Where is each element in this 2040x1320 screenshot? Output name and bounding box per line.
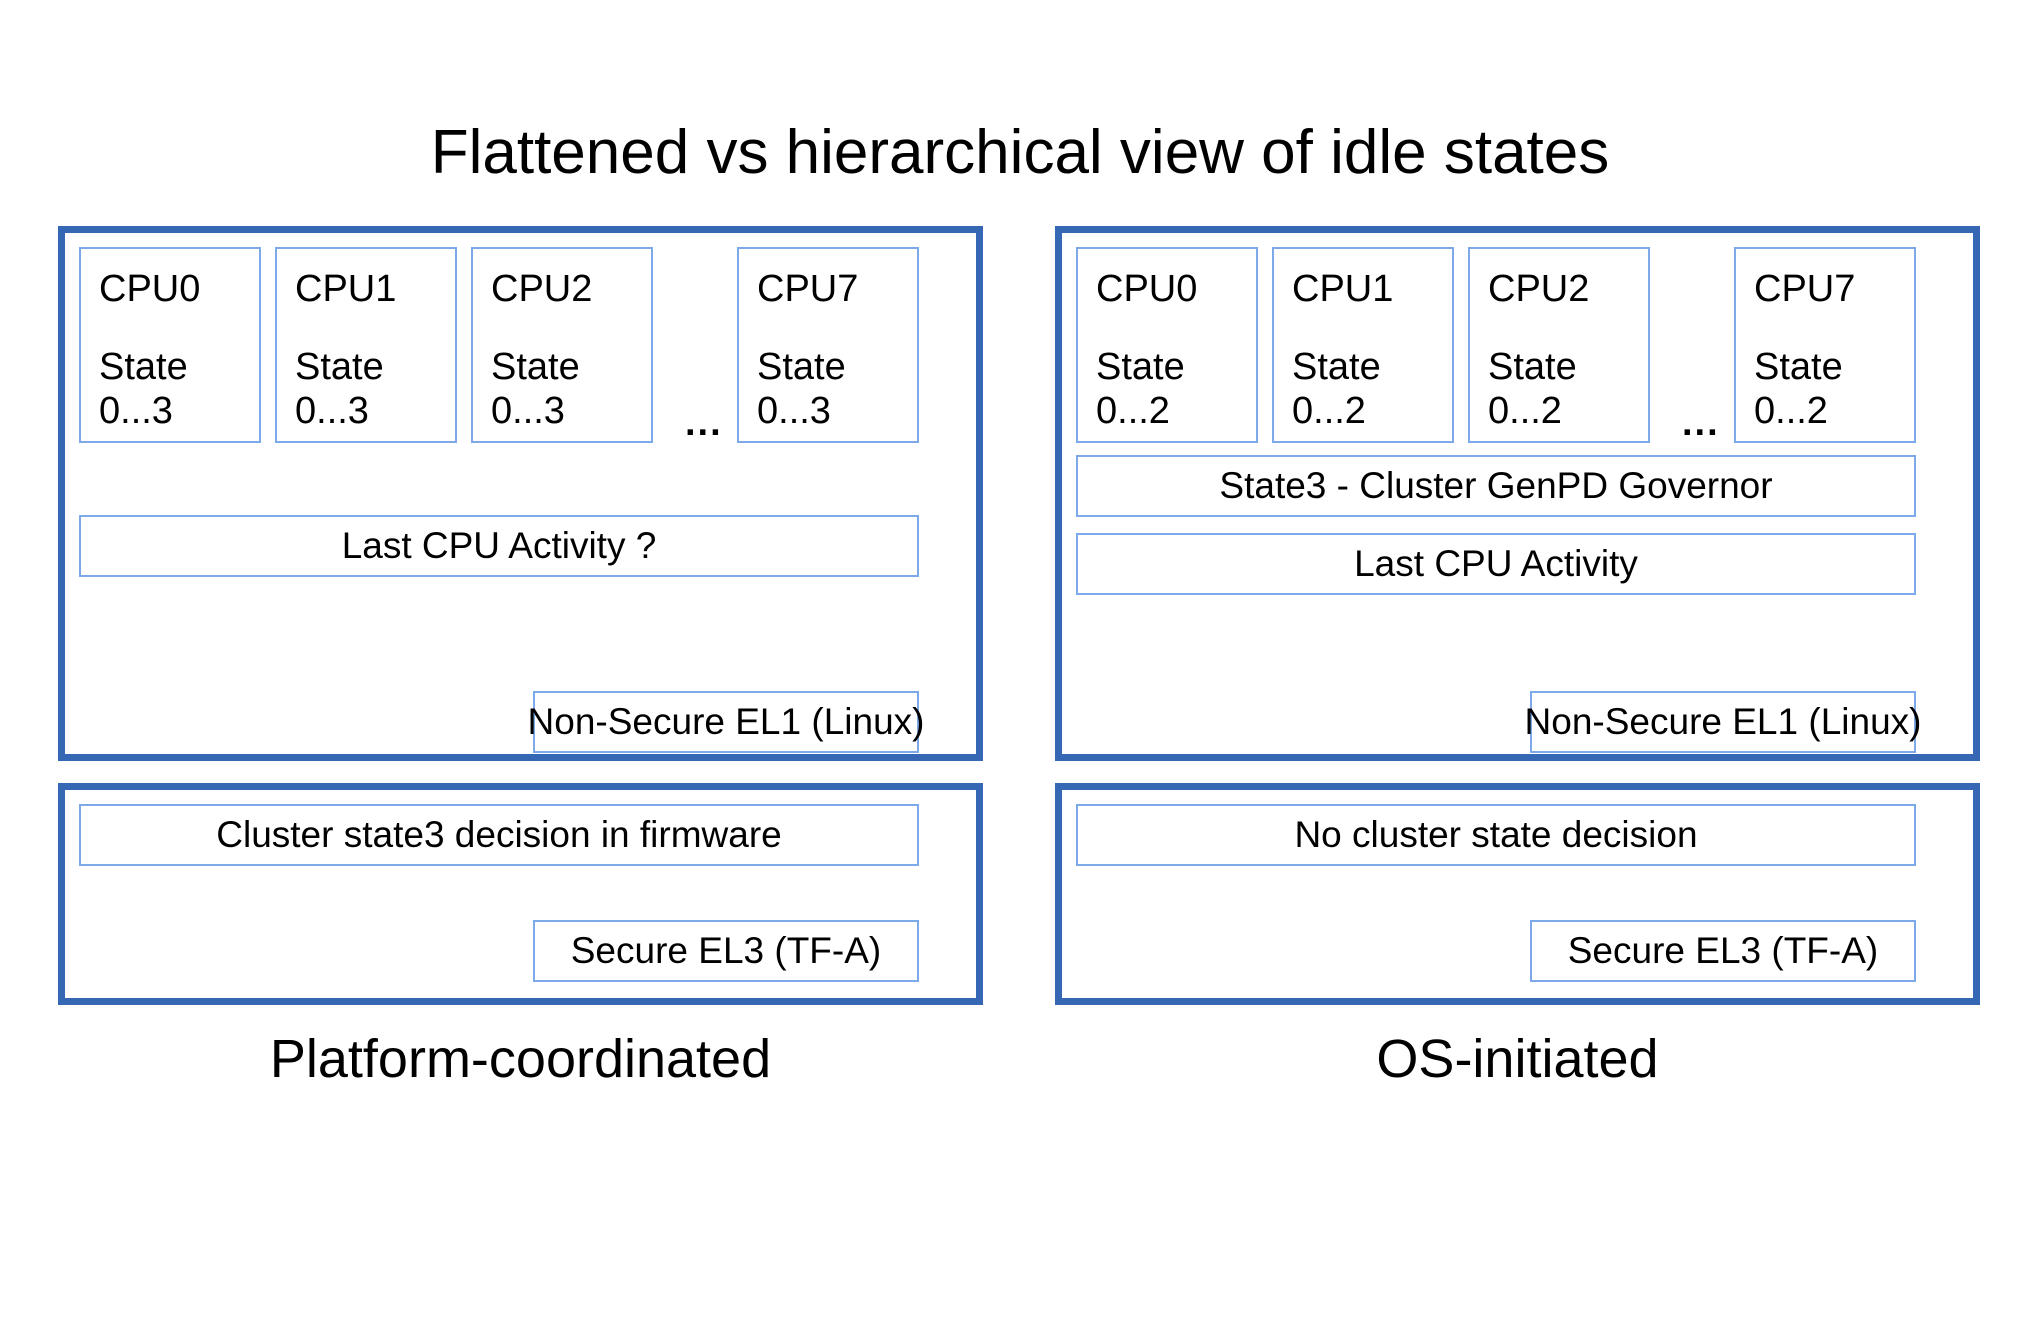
cpu-box-state: State 0...3 [757,346,846,432]
right-secure-panel: No cluster state decision Secure EL3 (TF… [1055,783,1980,1005]
cpu-box-left-2[interactable]: CPU2 State 0...3 [471,247,653,443]
cpu-box-label: CPU1 [1292,268,1394,310]
cpu-box-right-0[interactable]: CPU0 State 0...2 [1076,247,1258,443]
exception-level-label: Secure EL3 (TF-A) [1567,930,1879,971]
cpu-box-state: State 0...3 [295,346,384,432]
right-panel-caption: OS-initiated [1376,1029,1659,1089]
cpu-box-state: State 0...3 [99,346,188,432]
cpu-box-label: CPU0 [1096,268,1198,310]
exception-level-label: Secure EL3 (TF-A) [570,930,882,971]
cpu-box-label: CPU2 [1488,268,1590,310]
exception-level-label: Non-Secure EL1 (Linux) [1524,701,1922,742]
cpu-box-right-2[interactable]: CPU2 State 0...2 [1468,247,1650,443]
cpu-box-left-1[interactable]: CPU1 State 0...3 [275,247,457,443]
cpu-box-label: CPU0 [99,268,201,310]
right-secure-el3-badge[interactable]: Secure EL3 (TF-A) [1530,920,1916,982]
bar-label: Cluster state3 decision in firmware [216,814,782,855]
cpu-box-left-3[interactable]: CPU7 State 0...3 [737,247,919,443]
cpu-box-state: State 0...3 [491,346,580,432]
cpu-box-right-1[interactable]: CPU1 State 0...2 [1272,247,1454,443]
left-secure-panel: Cluster state3 decision in firmware Secu… [58,783,983,1005]
left-secure-el3-badge[interactable]: Secure EL3 (TF-A) [533,920,919,982]
left-non-secure-el1-badge[interactable]: Non-Secure EL1 (Linux) [528,691,924,753]
cpu-box-state: State 0...2 [1754,346,1843,432]
right-cluster-decision-bar[interactable]: No cluster state decision [1076,804,1916,866]
cpu-box-label: CPU7 [1754,268,1856,310]
bar-label: No cluster state decision [1294,814,1698,855]
right-non-secure-el1-badge[interactable]: Non-Secure EL1 (Linux) [1525,691,1921,753]
cpu-box-label: CPU1 [295,268,397,310]
left-panel-caption: Platform-coordinated [269,1029,772,1089]
right-cluster-genpd-governor-bar[interactable]: State3 - Cluster GenPD Governor [1076,455,1916,517]
page-title: Flattened vs hierarchical view of idle s… [430,118,1610,187]
left-non-secure-panel: CPU0 State 0...3 CPU1 State 0...3 CPU2 S… [58,226,983,761]
cpu-box-label: CPU7 [757,268,859,310]
cpu-box-state: State 0...2 [1488,346,1577,432]
left-cluster-decision-bar[interactable]: Cluster state3 decision in firmware [79,804,919,866]
cpu-box-left-0[interactable]: CPU0 State 0...3 [79,247,261,443]
bar-label: Last CPU Activity [1354,543,1638,584]
bar-label: Last CPU Activity ? [341,525,657,566]
cpu-box-state: State 0...2 [1292,346,1381,432]
cpu-ellipsis-right: ... [1682,402,1720,444]
left-last-cpu-activity-bar[interactable]: Last CPU Activity ? [79,515,919,577]
right-last-cpu-activity-bar[interactable]: Last CPU Activity [1076,533,1916,595]
exception-level-label: Non-Secure EL1 (Linux) [527,701,925,742]
cpu-ellipsis-left: ... [685,402,723,444]
right-non-secure-panel: CPU0 State 0...2 CPU1 State 0...2 CPU2 S… [1055,226,1980,761]
cpu-box-state: State 0...2 [1096,346,1185,432]
cpu-box-right-3[interactable]: CPU7 State 0...2 [1734,247,1916,443]
bar-label: State3 - Cluster GenPD Governor [1219,465,1773,506]
cpu-box-label: CPU2 [491,268,593,310]
